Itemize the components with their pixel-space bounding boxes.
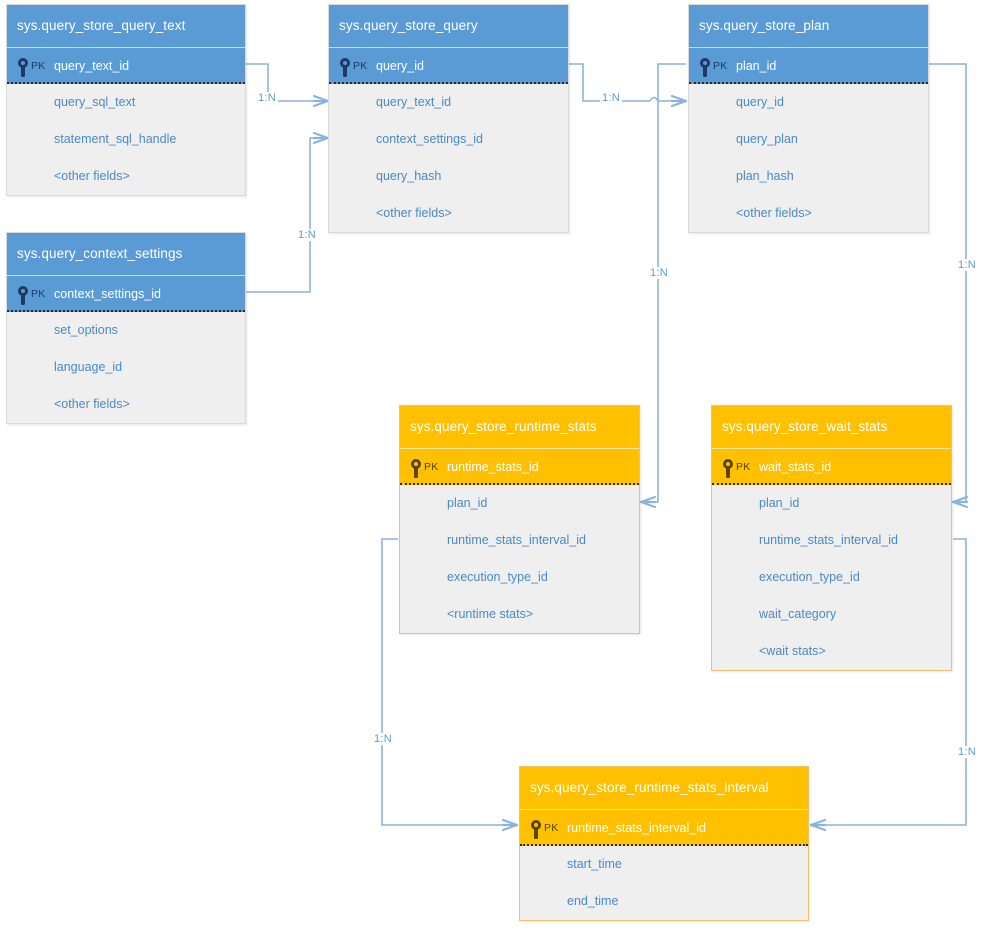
entity-field-list: start_time end_time <box>520 846 808 920</box>
connector-query-to-plan <box>569 63 688 108</box>
cardinality-label-context-settings-to-query: 1:N <box>296 229 319 241</box>
cardinality-label-query-to-plan: 1:N <box>600 92 623 104</box>
entity-field: query_hash <box>376 169 442 183</box>
entity-primary-key-row: PK plan_id <box>689 47 928 84</box>
entity-field: runtime_stats_interval_id <box>759 533 898 547</box>
primary-key-icon: PK <box>722 458 756 478</box>
entity-field: end_time <box>567 894 619 908</box>
pk-badge-text: PK <box>31 288 46 300</box>
primary-key-field-name: runtime_stats_id <box>447 460 539 474</box>
entity-field: plan_hash <box>736 169 794 183</box>
entity-primary-key-row: PK query_text_id <box>7 47 245 84</box>
pk-badge-text: PK <box>544 822 559 834</box>
entity-field-list: plan_id runtime_stats_interval_id execut… <box>400 485 639 633</box>
entity-field-list: query_text_id context_settings_id query_… <box>329 84 568 232</box>
entity-field: execution_type_id <box>447 570 548 584</box>
entity-field: start_time <box>567 857 622 871</box>
pk-badge-text: PK <box>353 60 368 72</box>
primary-key-icon: PK <box>17 57 51 77</box>
primary-key-icon: PK <box>699 57 733 77</box>
primary-key-field-name: query_text_id <box>54 59 130 73</box>
entity-field: <other fields> <box>54 169 130 183</box>
entity-primary-key-row: PK runtime_stats_interval_id <box>520 809 808 846</box>
entity-query-store-query[interactable]: sys.query_store_query PK query_id query_… <box>328 4 569 233</box>
pk-badge-text: PK <box>736 461 751 473</box>
entity-title: sys.query_store_query <box>329 5 568 47</box>
entity-field: context_settings_id <box>376 132 484 146</box>
primary-key-field-name: plan_id <box>736 59 777 73</box>
entity-field: <wait stats> <box>759 644 826 658</box>
connector-plan-to-runtime-stats <box>639 63 686 509</box>
entity-field-list: set_options language_id <other fields> <box>7 312 245 423</box>
entity-query-context-settings[interactable]: sys.query_context_settings PK context_se… <box>6 232 246 424</box>
primary-key-field-name: runtime_stats_interval_id <box>567 821 706 835</box>
entity-primary-key-row: PK query_id <box>329 47 568 84</box>
entity-field: wait_category <box>759 607 837 621</box>
entity-field: <other fields> <box>376 206 452 220</box>
entity-field: runtime_stats_interval_id <box>447 533 586 547</box>
primary-key-field-name: wait_stats_id <box>759 460 832 474</box>
entity-field: query_id <box>736 95 784 109</box>
cardinality-label-plan-to-wait-stats: 1:N <box>956 259 979 271</box>
entity-title: sys.query_store_plan <box>689 5 928 47</box>
cardinality-label-query-text-to-query: 1:N <box>256 92 279 104</box>
entity-field: plan_id <box>447 496 488 510</box>
cardinality-label-interval-to-wait-stats: 1:N <box>956 746 979 758</box>
entity-query-store-runtime-stats-interval[interactable]: sys.query_store_runtime_stats_interval P… <box>519 766 809 921</box>
entity-title: sys.query_store_wait_stats <box>712 406 951 448</box>
entity-primary-key-row: PK context_settings_id <box>7 275 245 312</box>
entity-title: sys.query_store_runtime_stats <box>400 406 639 448</box>
entity-query-store-wait-stats[interactable]: sys.query_store_wait_stats PK wait_stats… <box>711 405 952 671</box>
connector-context-settings-to-query <box>246 131 330 293</box>
entity-field: set_options <box>54 323 118 337</box>
entity-field: execution_type_id <box>759 570 860 584</box>
primary-key-icon: PK <box>339 57 373 77</box>
entity-title: sys.query_store_runtime_stats_interval <box>520 767 808 809</box>
primary-key-field-name: query_id <box>376 59 424 73</box>
entity-query-store-runtime-stats[interactable]: sys.query_store_runtime_stats PK runtime… <box>399 405 640 634</box>
pk-badge-text: PK <box>713 60 728 72</box>
entity-field: language_id <box>54 360 123 374</box>
primary-key-icon: PK <box>17 285 51 305</box>
entity-query-store-plan[interactable]: sys.query_store_plan PK plan_id query_id… <box>688 4 929 233</box>
cardinality-label-interval-to-runtime-stats: 1:N <box>372 733 395 745</box>
primary-key-icon: PK <box>410 458 444 478</box>
entity-title: sys.query_store_query_text <box>7 5 245 47</box>
entity-field-list: query_sql_text statement_sql_handle <oth… <box>7 84 245 195</box>
entity-field-list: plan_id runtime_stats_interval_id execut… <box>712 485 951 670</box>
pk-badge-text: PK <box>424 461 439 473</box>
cardinality-label-plan-to-runtime-stats: 1:N <box>648 267 671 279</box>
entity-field: query_sql_text <box>54 95 136 109</box>
entity-field: query_plan <box>736 132 798 146</box>
entity-field: plan_id <box>759 496 800 510</box>
pk-badge-text: PK <box>31 60 46 72</box>
entity-field-list: query_id query_plan plan_hash <other fie… <box>689 84 928 232</box>
entity-field: statement_sql_handle <box>54 132 177 146</box>
entity-primary-key-row: PK runtime_stats_id <box>400 448 639 485</box>
entity-field: query_text_id <box>376 95 452 109</box>
primary-key-field-name: context_settings_id <box>54 287 162 301</box>
entity-primary-key-row: PK wait_stats_id <box>712 448 951 485</box>
entity-query-store-query-text[interactable]: sys.query_store_query_text PK query_text… <box>6 4 246 196</box>
entity-field: <other fields> <box>54 397 130 411</box>
primary-key-icon: PK <box>530 819 564 839</box>
entity-title: sys.query_context_settings <box>7 233 245 275</box>
entity-field: <other fields> <box>736 206 812 220</box>
entity-field: <runtime stats> <box>447 607 534 621</box>
